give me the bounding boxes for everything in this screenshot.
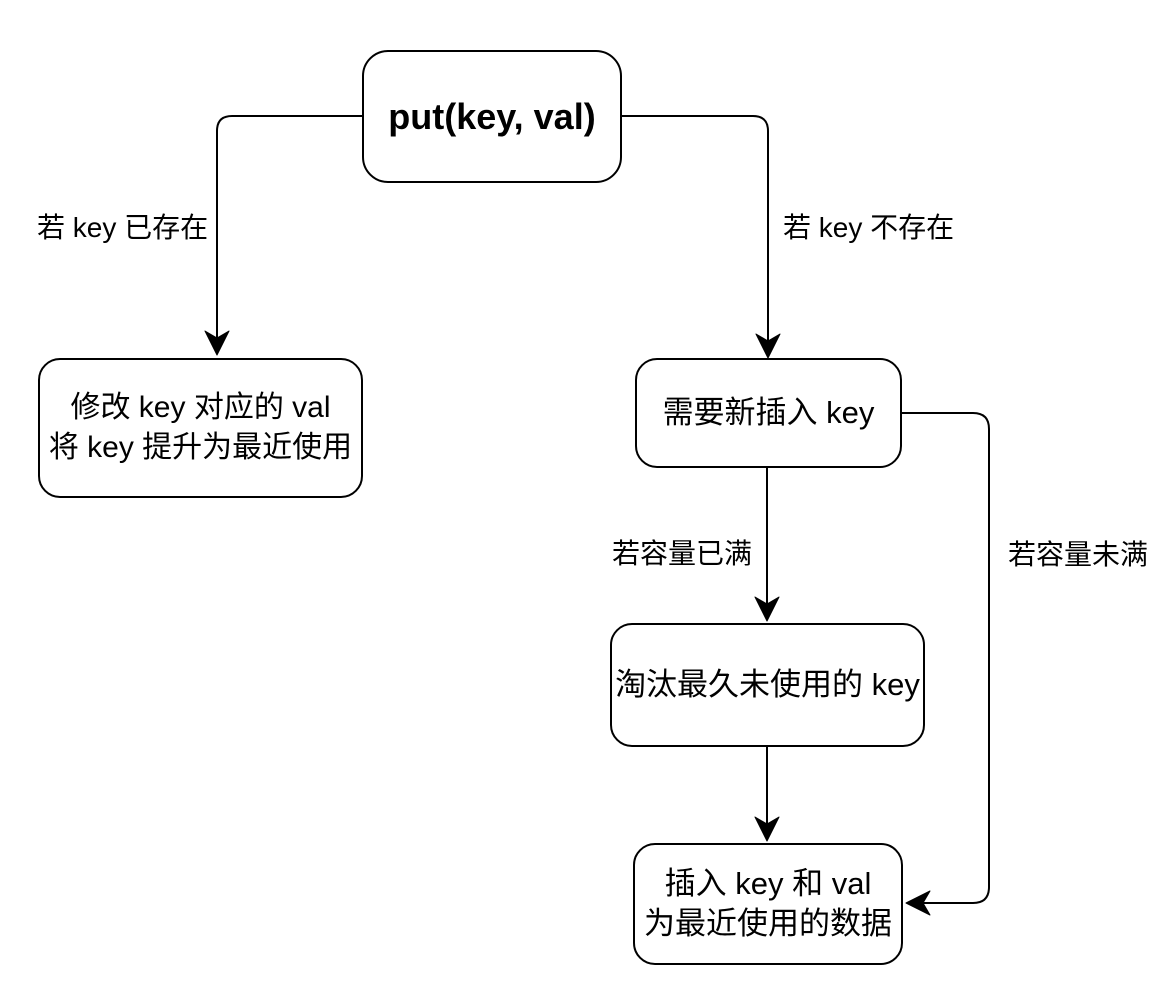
- connector-capacity-not-full: [902, 412, 990, 916]
- node-insert-new-key: 需要新插入 key: [635, 358, 902, 468]
- arrowhead-down-icon: [755, 333, 781, 359]
- arrowhead-down-icon: [754, 816, 780, 842]
- node-modify-val-line2: 将 key 提升为最近使用: [48, 431, 353, 464]
- node-insert-key-val-line1: 插入 key 和 val: [664, 866, 872, 901]
- arrowhead-left-icon: [905, 890, 931, 916]
- node-insert-key-val: 插入 key 和 val 为最近使用的数据: [633, 843, 903, 965]
- arrowhead-down-icon: [754, 596, 780, 622]
- edge-label-capacity-full: 若容量已满: [612, 537, 753, 571]
- edge-label-capacity-not-full: 若容量未满: [1008, 538, 1149, 572]
- node-evict-lru-key: 淘汰最久未使用的 key: [610, 623, 925, 747]
- edge-label-key-exists: 若 key 已存在: [37, 211, 209, 245]
- node-put-label: put(key, val): [388, 95, 596, 137]
- edge-label-key-not-exists: 若 key 不存在: [783, 211, 955, 245]
- connector-capacity-full: [754, 468, 780, 622]
- node-put: put(key, val): [362, 50, 622, 183]
- node-modify-val-line1: 修改 key 对应的 val: [70, 391, 331, 424]
- connector-key-not-exists: [622, 115, 781, 359]
- node-insert-new-key-label: 需要新插入 key: [662, 395, 875, 430]
- node-evict-lru-key-label: 淘汰最久未使用的 key: [615, 667, 920, 702]
- arrowhead-down-icon: [204, 330, 230, 356]
- node-insert-key-val-line2: 为最近使用的数据: [644, 906, 892, 941]
- connector-evict-to-insert: [754, 747, 780, 842]
- connector-key-exists: [204, 115, 362, 356]
- node-modify-val: 修改 key 对应的 val 将 key 提升为最近使用: [38, 358, 363, 498]
